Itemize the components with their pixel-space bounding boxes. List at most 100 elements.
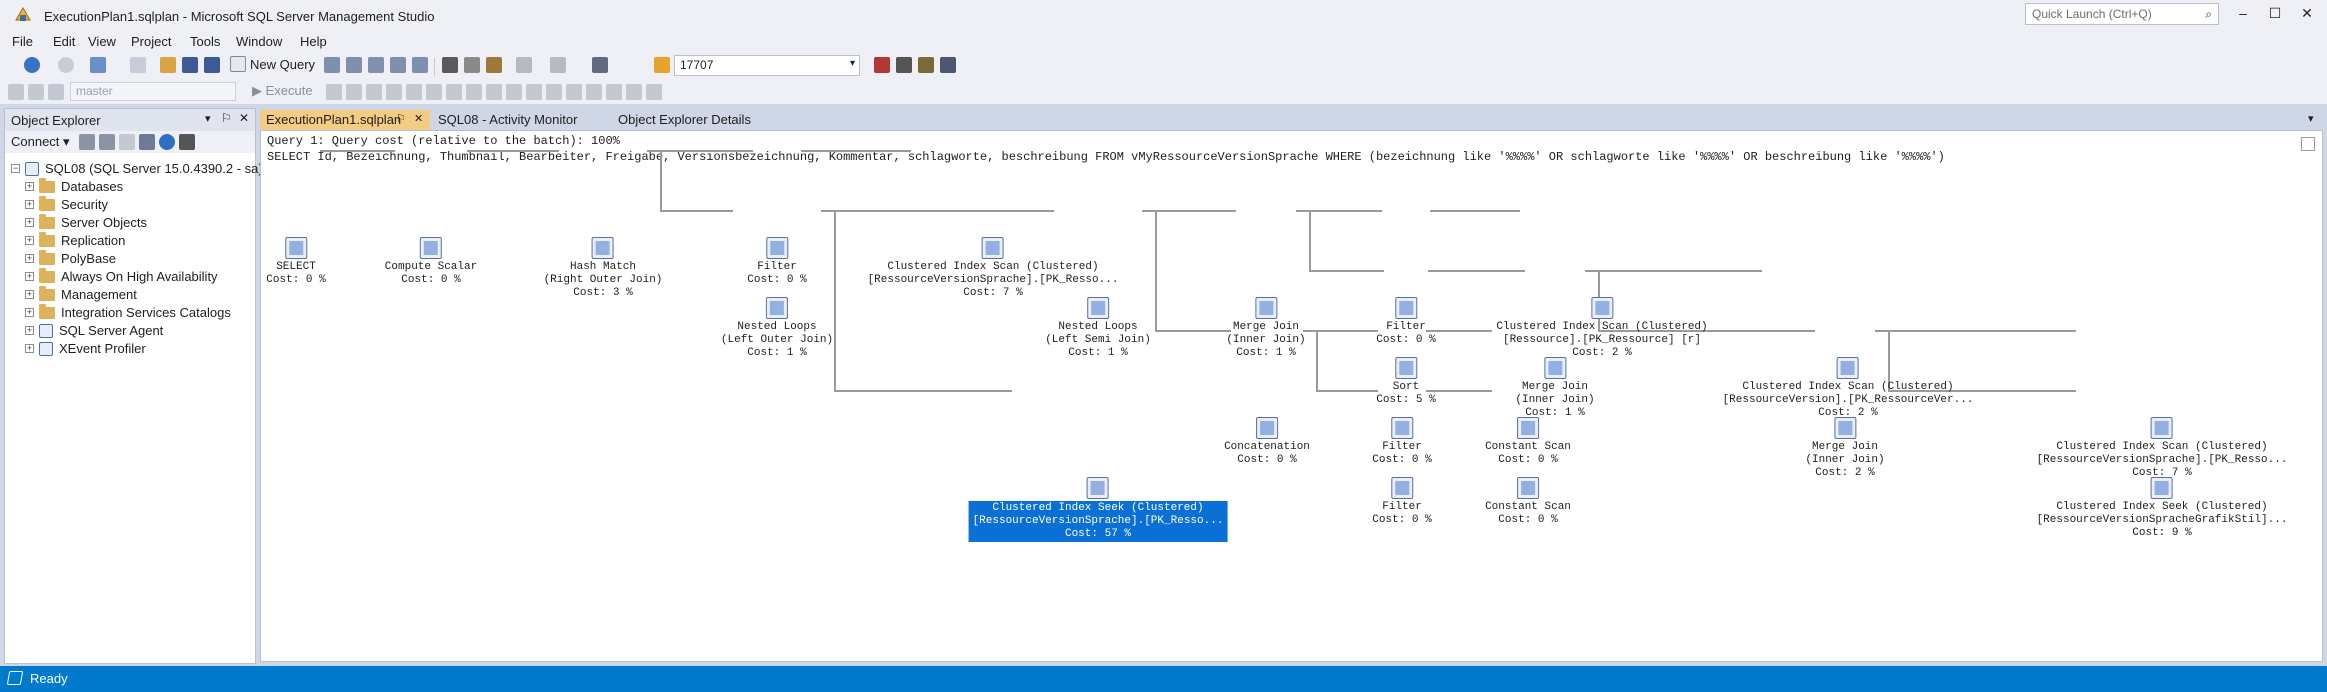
find-icon[interactable] <box>654 57 670 73</box>
tree-item-security[interactable]: +Security <box>25 195 108 212</box>
live-query-stats-icon[interactable] <box>466 84 482 100</box>
tree-item-xevent-profiler[interactable]: +XEvent Profiler <box>25 341 146 356</box>
chevron-down-icon[interactable]: ▾ <box>205 113 211 125</box>
tree-server-node[interactable]: − SQL08 (SQL Server 15.0.4390.2 - sa) <box>11 161 263 176</box>
expand-icon[interactable]: + <box>25 325 34 335</box>
plan-node-cis2[interactable]: Clustered Index Scan (Clustered)[Ressour… <box>1496 297 1708 360</box>
tree-item-databases[interactable]: +Databases <box>25 177 123 194</box>
connect-plug-icon[interactable] <box>79 134 95 150</box>
back-icon[interactable] <box>24 57 40 73</box>
open-file-icon[interactable] <box>160 57 176 73</box>
decrease-indent-icon[interactable] <box>606 84 622 100</box>
plan-node-cis3[interactable]: Clustered Index Scan (Clustered)[Ressour… <box>1723 357 1973 420</box>
menu-view[interactable]: View <box>88 34 116 49</box>
connect-icon[interactable] <box>8 84 24 100</box>
quick-launch-input[interactable]: Quick Launch (Ctrl+Q) ⌕ <box>2025 3 2219 25</box>
tree-item-polybase[interactable]: +PolyBase <box>25 249 116 266</box>
save-all-icon[interactable] <box>204 57 220 73</box>
analysis-xmla-query-icon[interactable] <box>390 57 406 73</box>
collapse-icon[interactable]: − <box>11 163 20 173</box>
expand-icon[interactable]: + <box>25 217 34 227</box>
tree-item-integration-services[interactable]: +Integration Services Catalogs <box>25 303 231 320</box>
window-layout-icon[interactable] <box>940 57 956 73</box>
connect-button[interactable]: Connect ▾ <box>11 134 70 149</box>
close-window-button[interactable]: ✕ <box>2301 5 2313 21</box>
menu-project[interactable]: Project <box>131 34 172 49</box>
plan-node-cis1[interactable]: Clustered Index Scan (Clustered)[Ressour… <box>868 237 1118 300</box>
database-selector[interactable]: master <box>70 82 236 101</box>
properties-icon[interactable] <box>896 57 912 73</box>
forward-icon[interactable] <box>58 57 74 73</box>
add-item-icon[interactable] <box>130 57 146 73</box>
expand-icon[interactable]: + <box>25 181 34 191</box>
plan-node-hash[interactable]: Hash Match(Right Outer Join)Cost: 3 % <box>544 237 662 300</box>
cancel-query-icon[interactable] <box>346 84 362 100</box>
find-combo[interactable]: 17707 ▾ <box>674 55 860 76</box>
parse-icon[interactable] <box>366 84 382 100</box>
menu-help[interactable]: Help <box>300 34 327 49</box>
plan-node-nl2[interactable]: Nested Loops(Left Semi Join)Cost: 1 % <box>1045 297 1151 360</box>
include-actual-plan-icon[interactable] <box>446 84 462 100</box>
tree-item-sql-server-agent[interactable]: +SQL Server Agent <box>25 323 163 338</box>
plan-node-nl1[interactable]: Nested Loops(Left Outer Join)Cost: 1 % <box>721 297 833 360</box>
tree-item-management[interactable]: +Management <box>25 285 137 302</box>
tab-execution-plan[interactable]: ExecutionPlan1.sqlplan ⚐ ✕ <box>260 110 430 130</box>
stop-icon[interactable] <box>119 134 135 150</box>
db-engine-query-icon[interactable] <box>324 57 340 73</box>
tree-item-always-on[interactable]: +Always On High Availability <box>25 267 218 284</box>
minimize-button[interactable]: – <box>2239 5 2247 21</box>
expand-icon[interactable]: + <box>25 343 34 353</box>
plan-node-seek1[interactable]: Clustered Index Seek (Clustered)[Ressour… <box>968 477 1228 542</box>
tab-object-explorer-details[interactable]: Object Explorer Details <box>612 110 757 130</box>
tree-item-server-objects[interactable]: +Server Objects <box>25 213 147 230</box>
plan-node-cis4[interactable]: Clustered Index Scan (Clustered)[Ressour… <box>2037 417 2287 480</box>
toolbox-icon[interactable] <box>918 57 934 73</box>
results-to-file-icon[interactable] <box>546 84 562 100</box>
estimated-plan-icon[interactable] <box>386 84 402 100</box>
screenshot-icon[interactable] <box>592 57 608 73</box>
analysis-dax-query-icon[interactable] <box>412 57 428 73</box>
uncomment-icon[interactable] <box>586 84 602 100</box>
expand-icon[interactable]: + <box>25 289 34 299</box>
tab-activity-monitor[interactable]: SQL08 - Activity Monitor <box>432 110 584 130</box>
plan-scroll-toggle-icon[interactable] <box>2301 137 2315 151</box>
activity-monitor-icon[interactable] <box>179 134 195 150</box>
disconnect-icon[interactable] <box>28 84 44 100</box>
menu-edit[interactable]: Edit <box>53 34 76 49</box>
cut-icon[interactable] <box>442 57 458 73</box>
copy-icon[interactable] <box>464 57 480 73</box>
results-to-text-icon[interactable] <box>506 84 522 100</box>
expand-icon[interactable]: + <box>25 271 34 281</box>
redo-icon[interactable] <box>550 57 566 73</box>
query-options-icon[interactable] <box>406 84 422 100</box>
analysis-dmx-query-icon[interactable] <box>368 57 384 73</box>
increase-indent-icon[interactable] <box>626 84 642 100</box>
disconnect-plug-icon[interactable] <box>99 134 115 150</box>
pin-icon[interactable]: ⚐ <box>396 113 406 125</box>
new-query-button[interactable]: New Query <box>230 56 315 72</box>
menu-window[interactable]: Window <box>236 34 283 49</box>
close-tab-icon[interactable]: ✕ <box>414 113 424 125</box>
results-to-grid-icon[interactable] <box>526 84 542 100</box>
execute-button[interactable]: ▶ Execute <box>252 83 313 99</box>
refresh-icon[interactable] <box>159 134 175 150</box>
save-icon[interactable] <box>182 57 198 73</box>
expand-icon[interactable]: + <box>25 307 34 317</box>
comment-icon[interactable] <box>566 84 582 100</box>
plan-node-mj3[interactable]: Merge Join(Inner Join)Cost: 2 % <box>1805 417 1885 480</box>
menu-tools[interactable]: Tools <box>190 34 221 49</box>
change-connection-icon[interactable] <box>48 84 64 100</box>
plan-node-mj1[interactable]: Merge Join(Inner Join)Cost: 1 % <box>1226 297 1306 360</box>
maximize-button[interactable]: ☐ <box>2268 5 2282 21</box>
debug-icon[interactable] <box>326 84 342 100</box>
expand-icon[interactable]: + <box>25 253 34 263</box>
filter-icon[interactable] <box>139 134 155 150</box>
